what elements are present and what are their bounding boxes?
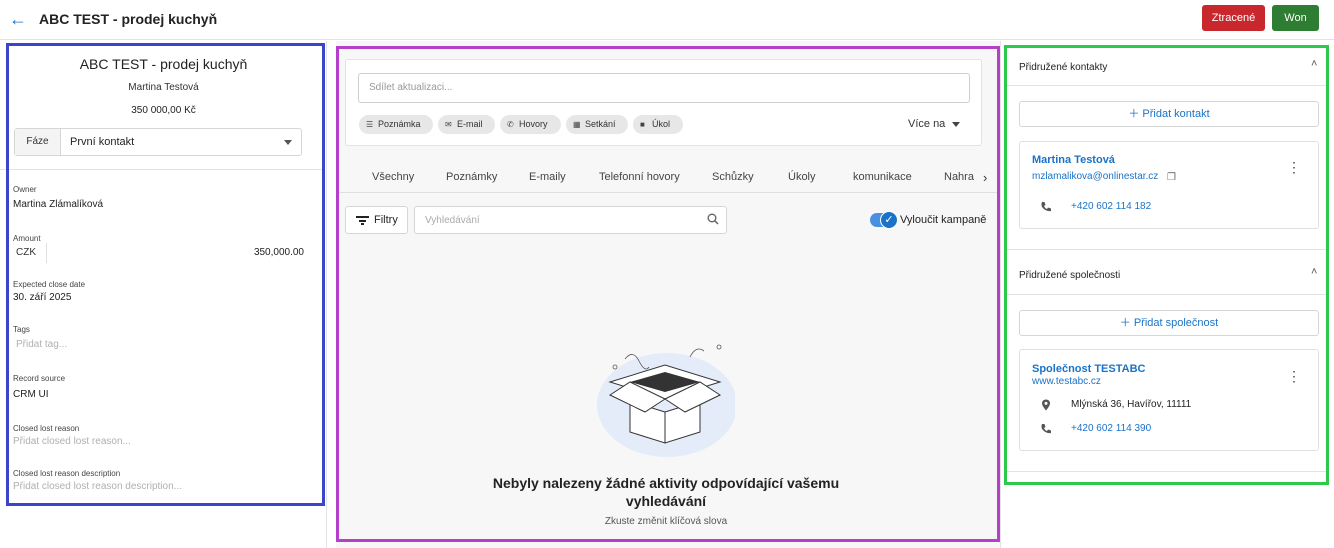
add-contact-label: Přidat kontakt xyxy=(1142,108,1210,120)
lost-desc-input[interactable]: Přidat closed lost reason description... xyxy=(13,481,182,492)
empty-state-subtitle: Zkuste změnit klíčová slova xyxy=(604,516,728,527)
chip-task-label: Úkol xyxy=(652,119,671,129)
chevron-up-icon[interactable]: ˄ xyxy=(1311,266,1318,278)
lost-desc-label: Closed lost reason description xyxy=(13,469,121,478)
phone-icon: ✆ xyxy=(507,120,514,129)
chip-meeting[interactable]: ▦ Setkání xyxy=(566,115,628,134)
filter-icon xyxy=(356,216,369,225)
add-company-label: Přidat společnost xyxy=(1133,317,1219,329)
chip-note-label: Poznámka xyxy=(378,119,421,129)
company-website[interactable]: www.testabc.cz xyxy=(1032,376,1101,387)
amount-label: Amount xyxy=(13,234,41,243)
activity-tabs: Všechny Poznámky E-maily Telefonní hovor… xyxy=(337,163,997,193)
tab-meetings[interactable]: Schůzky xyxy=(712,171,754,183)
activity-search-input[interactable]: Vyhledávání xyxy=(414,206,727,234)
company-card xyxy=(1019,349,1319,451)
record-source-value[interactable]: CRM UI xyxy=(13,389,49,400)
divider xyxy=(1007,85,1327,86)
chip-calls-label: Hovory xyxy=(519,119,548,129)
plus-icon: ＋ xyxy=(1128,108,1143,120)
tab-emails[interactable]: E-maily xyxy=(529,171,566,183)
deal-details-panel xyxy=(0,41,327,548)
deal-amount: 350 000,00 Kč xyxy=(131,105,196,116)
contact-email[interactable]: mzlamalikova@onlinestar.cz xyxy=(1032,171,1159,182)
chevron-right-icon[interactable]: › xyxy=(983,170,988,185)
amount-value[interactable]: 350,000.00 xyxy=(253,247,304,258)
chevron-down-icon xyxy=(952,122,960,127)
lost-button[interactable]: Ztracené xyxy=(1202,5,1265,31)
chip-note[interactable]: ☰ Poznámka xyxy=(359,115,433,134)
divider xyxy=(1007,294,1327,295)
company-address: Mlýnská 36, Havířov, 11111 xyxy=(1071,399,1192,410)
company-name[interactable]: Společnost TESTABC xyxy=(1032,363,1146,375)
close-date-label: Expected close date xyxy=(13,280,86,289)
won-button[interactable]: Won xyxy=(1272,5,1319,31)
phone-icon xyxy=(1041,424,1051,434)
phone-icon xyxy=(1041,202,1051,212)
calendar-icon: ▦ xyxy=(573,120,581,129)
update-composer: Sdílet aktualizaci... ☰Poznámka ✉E-mail … xyxy=(345,59,982,146)
chip-email[interactable]: ✉ E-mail xyxy=(438,115,495,134)
lost-reason-label: Closed lost reason xyxy=(13,424,80,433)
more-dropdown[interactable]: Více na xyxy=(908,118,946,130)
close-date-value[interactable]: 30. září 2025 xyxy=(13,292,72,303)
lost-reason-input[interactable]: Přidat closed lost reason... xyxy=(13,436,131,447)
empty-state-title: Nebyly nalezeny žádné aktivity odpovídaj… xyxy=(492,475,840,509)
deal-owner: Martina Testová xyxy=(128,82,199,93)
tab-notes[interactable]: Poznámky xyxy=(446,171,498,183)
phase-label: Fáze xyxy=(15,129,61,155)
divider xyxy=(1007,471,1327,472)
divider xyxy=(0,169,322,170)
back-arrow-icon[interactable]: ← xyxy=(9,9,27,29)
owner-value[interactable]: Martina Zlámalíková xyxy=(13,199,104,210)
chevron-up-icon[interactable]: ˄ xyxy=(1311,58,1318,70)
tags-label: Tags xyxy=(13,325,30,334)
more-options-icon[interactable]: ⋮ xyxy=(1287,368,1301,384)
chip-calls[interactable]: ✆ Hovory xyxy=(500,115,561,134)
chip-task[interactable]: ■ Úkol xyxy=(633,115,683,134)
contact-name[interactable]: Martina Testová xyxy=(1032,154,1115,166)
note-icon: ☰ xyxy=(366,120,374,129)
divider xyxy=(1007,249,1327,250)
add-company-button[interactable]: ＋ Přidat společnost xyxy=(1019,310,1319,336)
contact-card xyxy=(1019,141,1319,229)
check-icon: ✓ xyxy=(880,211,898,229)
location-pin-icon xyxy=(1042,399,1050,411)
more-options-icon[interactable]: ⋮ xyxy=(1287,159,1301,175)
page-title: ABC TEST - prodej kuchyň xyxy=(39,11,218,27)
tab-all[interactable]: Všechny xyxy=(372,171,415,183)
companies-section-title[interactable]: Přidružené společnosti xyxy=(1019,270,1121,281)
top-bar: ← ABC TEST - prodej kuchyň Ztracené Won xyxy=(0,0,1334,40)
contact-phone[interactable]: +420 602 114 182 xyxy=(1071,201,1152,212)
tab-communication[interactable]: komunikace xyxy=(853,171,912,183)
update-input[interactable]: Sdílet aktualizaci... xyxy=(358,73,970,103)
company-phone[interactable]: +420 602 114 390 xyxy=(1071,423,1152,434)
tab-uploads[interactable]: Nahra xyxy=(944,171,974,183)
tab-tasks[interactable]: Úkoly xyxy=(788,171,816,183)
task-icon: ■ xyxy=(640,120,645,129)
phase-select[interactable]: Fáze První kontakt xyxy=(14,128,302,156)
mail-icon: ✉ xyxy=(445,120,452,129)
chevron-down-icon xyxy=(284,140,292,145)
empty-box-illustration xyxy=(597,344,735,457)
deal-name: ABC TEST - prodej kuchyň xyxy=(79,56,248,72)
filter-label: Filtry xyxy=(374,214,398,226)
chip-meeting-label: Setkání xyxy=(585,119,616,129)
phase-value: První kontakt xyxy=(70,136,135,148)
tags-input[interactable]: Přidat tag... xyxy=(16,339,68,350)
chip-email-label: E-mail xyxy=(457,119,483,129)
add-contact-button[interactable]: ＋ Přidat kontakt xyxy=(1019,101,1319,127)
amount-currency[interactable]: CZK xyxy=(13,243,47,263)
exclude-campaigns-label: Vyloučit kampaně xyxy=(900,214,987,226)
contacts-section-title[interactable]: Přidružené kontakty xyxy=(1019,62,1108,73)
search-icon xyxy=(707,213,719,225)
plus-icon: ＋ xyxy=(1119,317,1134,329)
record-source-label: Record source xyxy=(13,374,66,383)
filter-button[interactable]: Filtry xyxy=(345,206,408,234)
copy-icon[interactable]: ❐ xyxy=(1167,172,1176,183)
owner-label: Owner xyxy=(13,185,37,194)
tab-calls[interactable]: Telefonní hovory xyxy=(599,171,680,183)
